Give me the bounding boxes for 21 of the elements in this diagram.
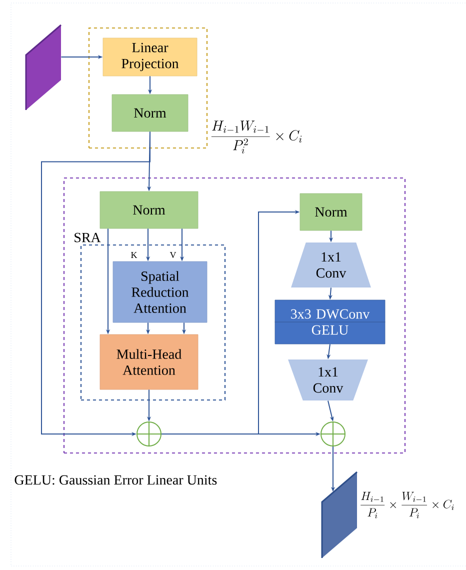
edge-label: V: [168, 251, 178, 260]
edge-label: K: [130, 251, 138, 259]
dimension-formula: $\frac{H_{i-1}}{P_i}\times\frac{W_{i-1}}{P_i}\times C_i$: [360, 492, 454, 518]
process-box: Norm: [100, 191, 198, 229]
sum-circle: [136, 421, 162, 447]
process-box: Norm: [112, 94, 188, 132]
conv-trapezoid: 1x1 Conv: [288, 360, 368, 400]
dimension-formula: $\frac{H_{i-1}W_{i-1}}{P_i^2}\times C_i$: [211, 120, 302, 154]
process-box: Multi-Head Attention: [100, 334, 198, 390]
process-box: Linear Projection: [102, 38, 198, 76]
dashed-group-box: [63, 177, 406, 454]
node-label: SRA: [74, 232, 101, 242]
feature-map-drawing: [321, 471, 358, 558]
feature-map-drawing: [25, 24, 62, 110]
process-box: Norm: [300, 193, 362, 231]
sum-circle: [320, 421, 346, 447]
dashed-group-box: [88, 27, 208, 149]
process-box: Spatial Reduction Attention: [112, 261, 208, 323]
conv-trapezoid: 1x1 Conv: [291, 242, 371, 288]
note-text: GELU: Gaussian Error Linear Units: [14, 475, 217, 485]
process-box: 3x3 DWConv GELU: [274, 300, 386, 344]
